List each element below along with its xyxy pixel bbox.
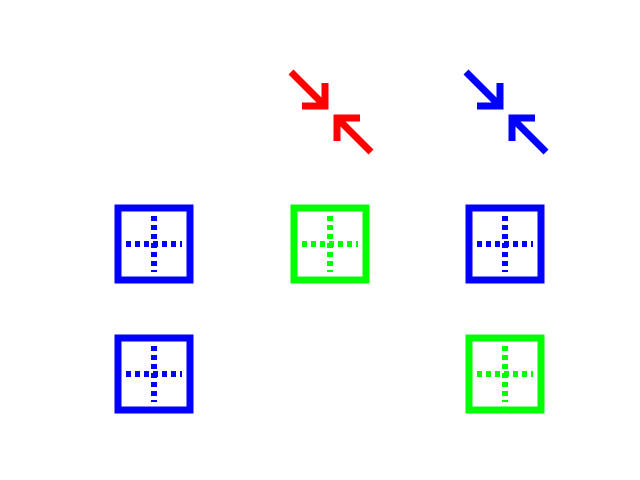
collapse-arrows-icon[interactable] (460, 66, 552, 158)
dotted-crosshair-box-icon[interactable] (465, 204, 545, 284)
collapse-arrows-icon[interactable] (285, 66, 377, 158)
dotted-crosshair-box-icon[interactable] (465, 334, 545, 414)
dotted-crosshair-box-icon[interactable] (114, 204, 194, 284)
dotted-crosshair-box-icon[interactable] (290, 204, 370, 284)
dotted-crosshair-box-icon[interactable] (114, 334, 194, 414)
